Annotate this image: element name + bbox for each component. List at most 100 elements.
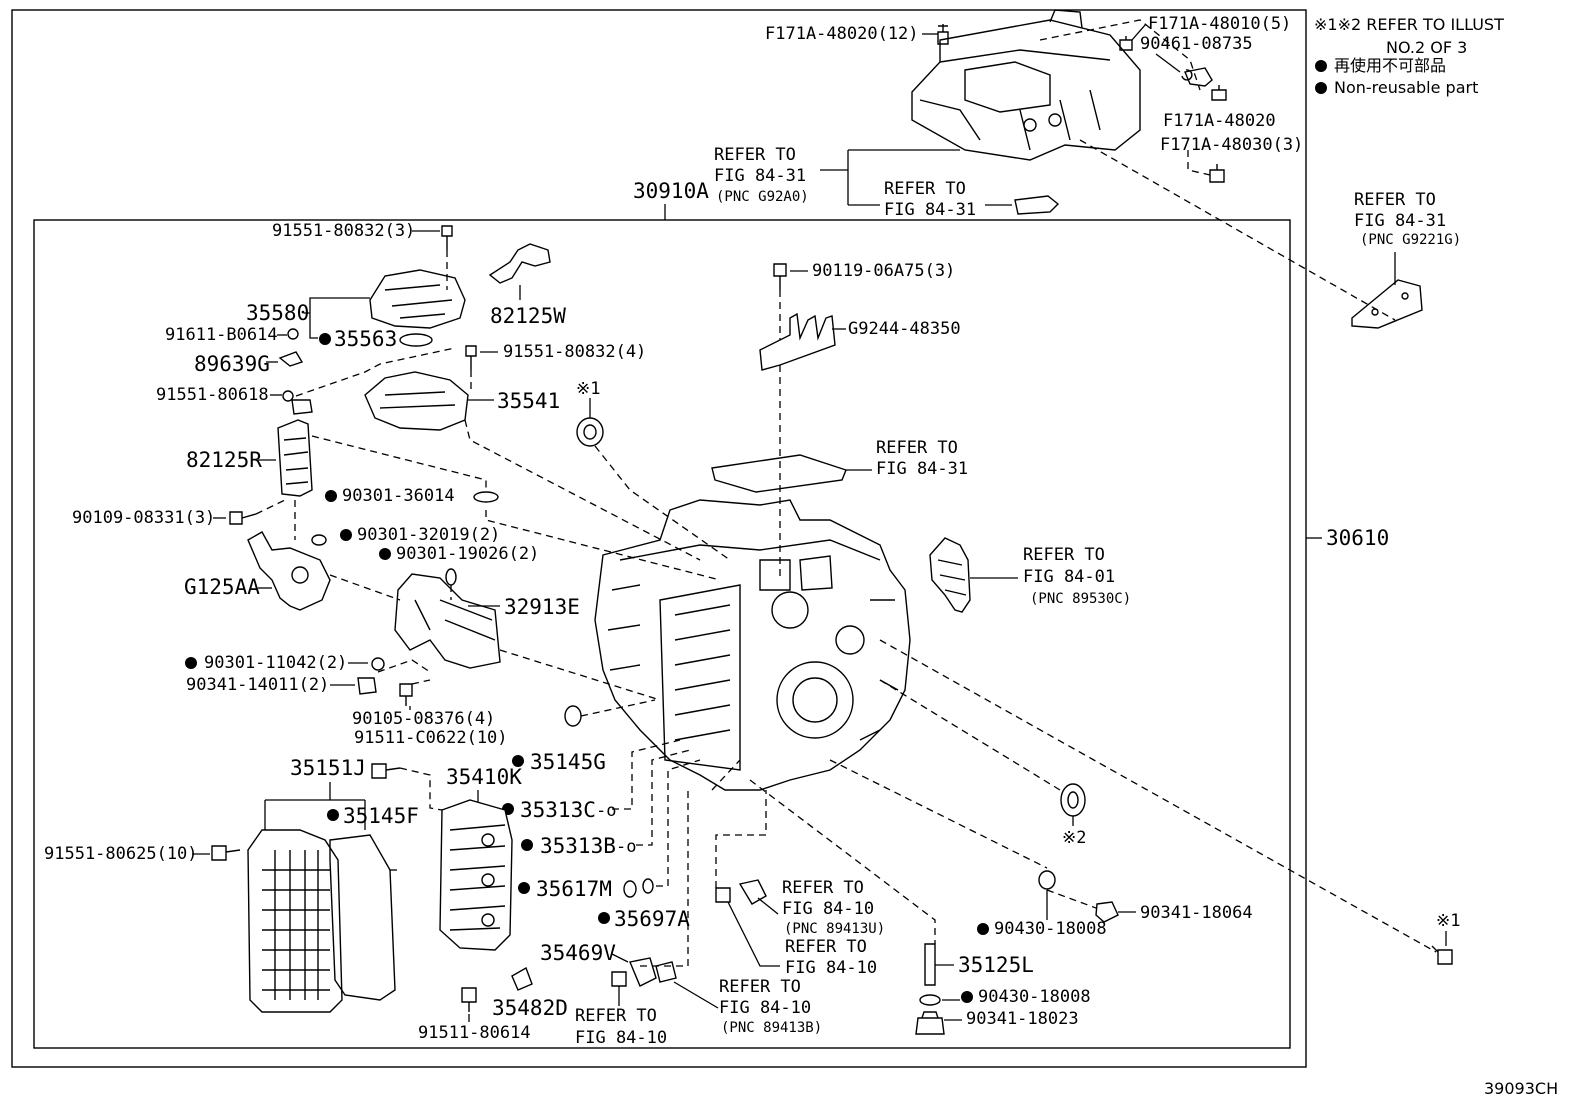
leader-line [1131, 23, 1147, 41]
part-label-90341-18023: 90341-18023 [966, 1009, 1079, 1029]
refer-fig-84-31-pnc: (PNC G9221G) [1360, 232, 1461, 248]
sensor-clip-part [278, 351, 304, 367]
refer-fig-84-10-text: REFER TO [785, 937, 867, 957]
tube-part-35125l [924, 943, 936, 986]
non-reusable-dot-icon [340, 529, 352, 541]
refer-fig-84-31-text: FIG 84-31 [876, 459, 968, 479]
legend-dot-icon [1315, 60, 1327, 72]
bolt-icon [461, 987, 477, 1012]
part-label-35580: 35580 [246, 301, 309, 325]
bolt-icon [937, 24, 949, 45]
o-ring-part [623, 880, 637, 898]
bolt-icon [399, 683, 413, 706]
leader-line [304, 297, 370, 339]
reference-mark-1: ※1 [576, 379, 600, 399]
assembly-dashed-lines [255, 19, 1437, 967]
bracket-part [1351, 279, 1423, 329]
part-label-g9244-48350: G9244-48350 [848, 319, 961, 339]
refer-fig-84-10-text: REFER TO [719, 977, 801, 997]
refer-fig-84-31-text: FIG 84-31 [884, 200, 976, 220]
non-reusable-dot-icon [598, 912, 610, 924]
part-label-32913e: 32913E [504, 595, 580, 619]
non-reusable-dot-icon [518, 882, 530, 894]
part-label-90301-32019-2: 90301-32019(2) [357, 525, 500, 545]
part-label-35145g: 35145G [530, 750, 606, 774]
part-label-35697a: 35697A [614, 907, 690, 931]
non-reusable-dot-icon [327, 809, 339, 821]
o-ring-part [311, 534, 327, 546]
part-label-35541: 35541 [497, 389, 560, 413]
leader-line [673, 981, 719, 1009]
plug-part [915, 1011, 945, 1035]
inner-assembly-frame [33, 219, 1291, 1049]
solenoid-part [629, 957, 677, 987]
part-label-91611-b0614: 91611-B0614 [165, 325, 278, 345]
refer-fig-84-31-text: REFER TO [1354, 190, 1436, 210]
refer-fig-84-10-text: FIG 84-10 [575, 1028, 667, 1048]
refer-fig-84-10-text: FIG 84-10 [785, 958, 877, 978]
dash-suffix: -o [616, 837, 636, 857]
bolt-icon [1119, 36, 1133, 51]
pipe-part-82125r [277, 399, 313, 497]
leader-line [611, 953, 629, 963]
oil-seal-part [576, 417, 604, 447]
refer-fig-84-01-text: FIG 84-01 [1023, 567, 1115, 587]
leader-line [820, 149, 1012, 206]
leader-line [727, 901, 780, 967]
bolt-icon [611, 971, 627, 987]
oil-seal-part [564, 705, 582, 727]
oil-seal-part [399, 333, 433, 347]
legend-dot-icon [1315, 82, 1327, 94]
refer-fig-84-10-pnc: (PNC 89413U) [784, 921, 885, 937]
non-reusable-dot-icon [521, 839, 533, 851]
pipe-part-82125w [488, 243, 551, 284]
valve-body-part [439, 799, 513, 951]
part-label-f171a-48020: F171A-48020 [1163, 111, 1276, 131]
gasket-part [711, 454, 847, 493]
refer-fig-84-10-text: FIG 84-10 [719, 998, 811, 1018]
part-label-90301-11042-2: 90301-11042(2) [204, 653, 347, 673]
refer-fig-84-31-text: FIG 84-31 [1354, 211, 1446, 231]
part-label-89639g: 89639G [194, 352, 270, 376]
part-label-f171a-48020-12: F171A-48020(12) [765, 24, 919, 44]
non-reusable-dot-icon [977, 923, 989, 935]
bracket-part-35482d [511, 966, 533, 991]
non-reusable-dot-icon [185, 657, 197, 669]
oil-pan-part [247, 829, 343, 1013]
non-reusable-dot-icon [379, 548, 391, 560]
part-label-35313c: 35313C [520, 798, 596, 822]
dash-suffix: -o [596, 801, 616, 821]
part-label-91511-80614: 91511-80614 [418, 1023, 531, 1043]
gasket-part [1014, 195, 1060, 215]
gasket-part [1038, 870, 1056, 890]
part-label-35125l: 35125L [958, 953, 1034, 977]
non-reusable-dot-icon [961, 991, 973, 1003]
part-label-90301-19026-2: 90301-19026(2) [396, 544, 539, 564]
sensor-part [1181, 67, 1213, 87]
refer-illust-note: ※1※2 REFER TO ILLUST [1314, 15, 1504, 34]
solenoid-part [715, 879, 767, 905]
bolt-icon [282, 390, 294, 402]
bolt-icon [441, 225, 453, 250]
refer-fig-84-31-text: FIG 84-31 [714, 166, 806, 186]
refer-fig-84-31-text: REFER TO [876, 438, 958, 458]
part-label-90341-18064: 90341-18064 [1140, 903, 1253, 923]
wire-harness-part [929, 537, 971, 613]
refer-fig-84-01-text: REFER TO [1023, 545, 1105, 565]
cooler-pipe-part-g125aa [247, 531, 331, 611]
plug-part [357, 677, 377, 695]
part-label-91551-80625-10: 91551-80625(10) [44, 844, 198, 864]
o-ring-part [473, 491, 499, 503]
part-label-90301-36014: 90301-36014 [342, 486, 455, 506]
legend-english: Non-reusable part [1334, 78, 1478, 97]
leader-line [1155, 53, 1181, 73]
refer-illust-note-2: NO.2 OF 3 [1386, 38, 1467, 57]
refer-fig-84-31-text: REFER TO [884, 179, 966, 199]
part-label-91551-80832-3: 91551-80832(3) [272, 221, 415, 241]
part-label-82125r: 82125R [186, 448, 262, 472]
bolt-icon [371, 763, 401, 779]
o-ring-part [371, 657, 385, 671]
leader-line [264, 782, 366, 830]
diagram-id: 39093CH [1484, 1079, 1558, 1098]
